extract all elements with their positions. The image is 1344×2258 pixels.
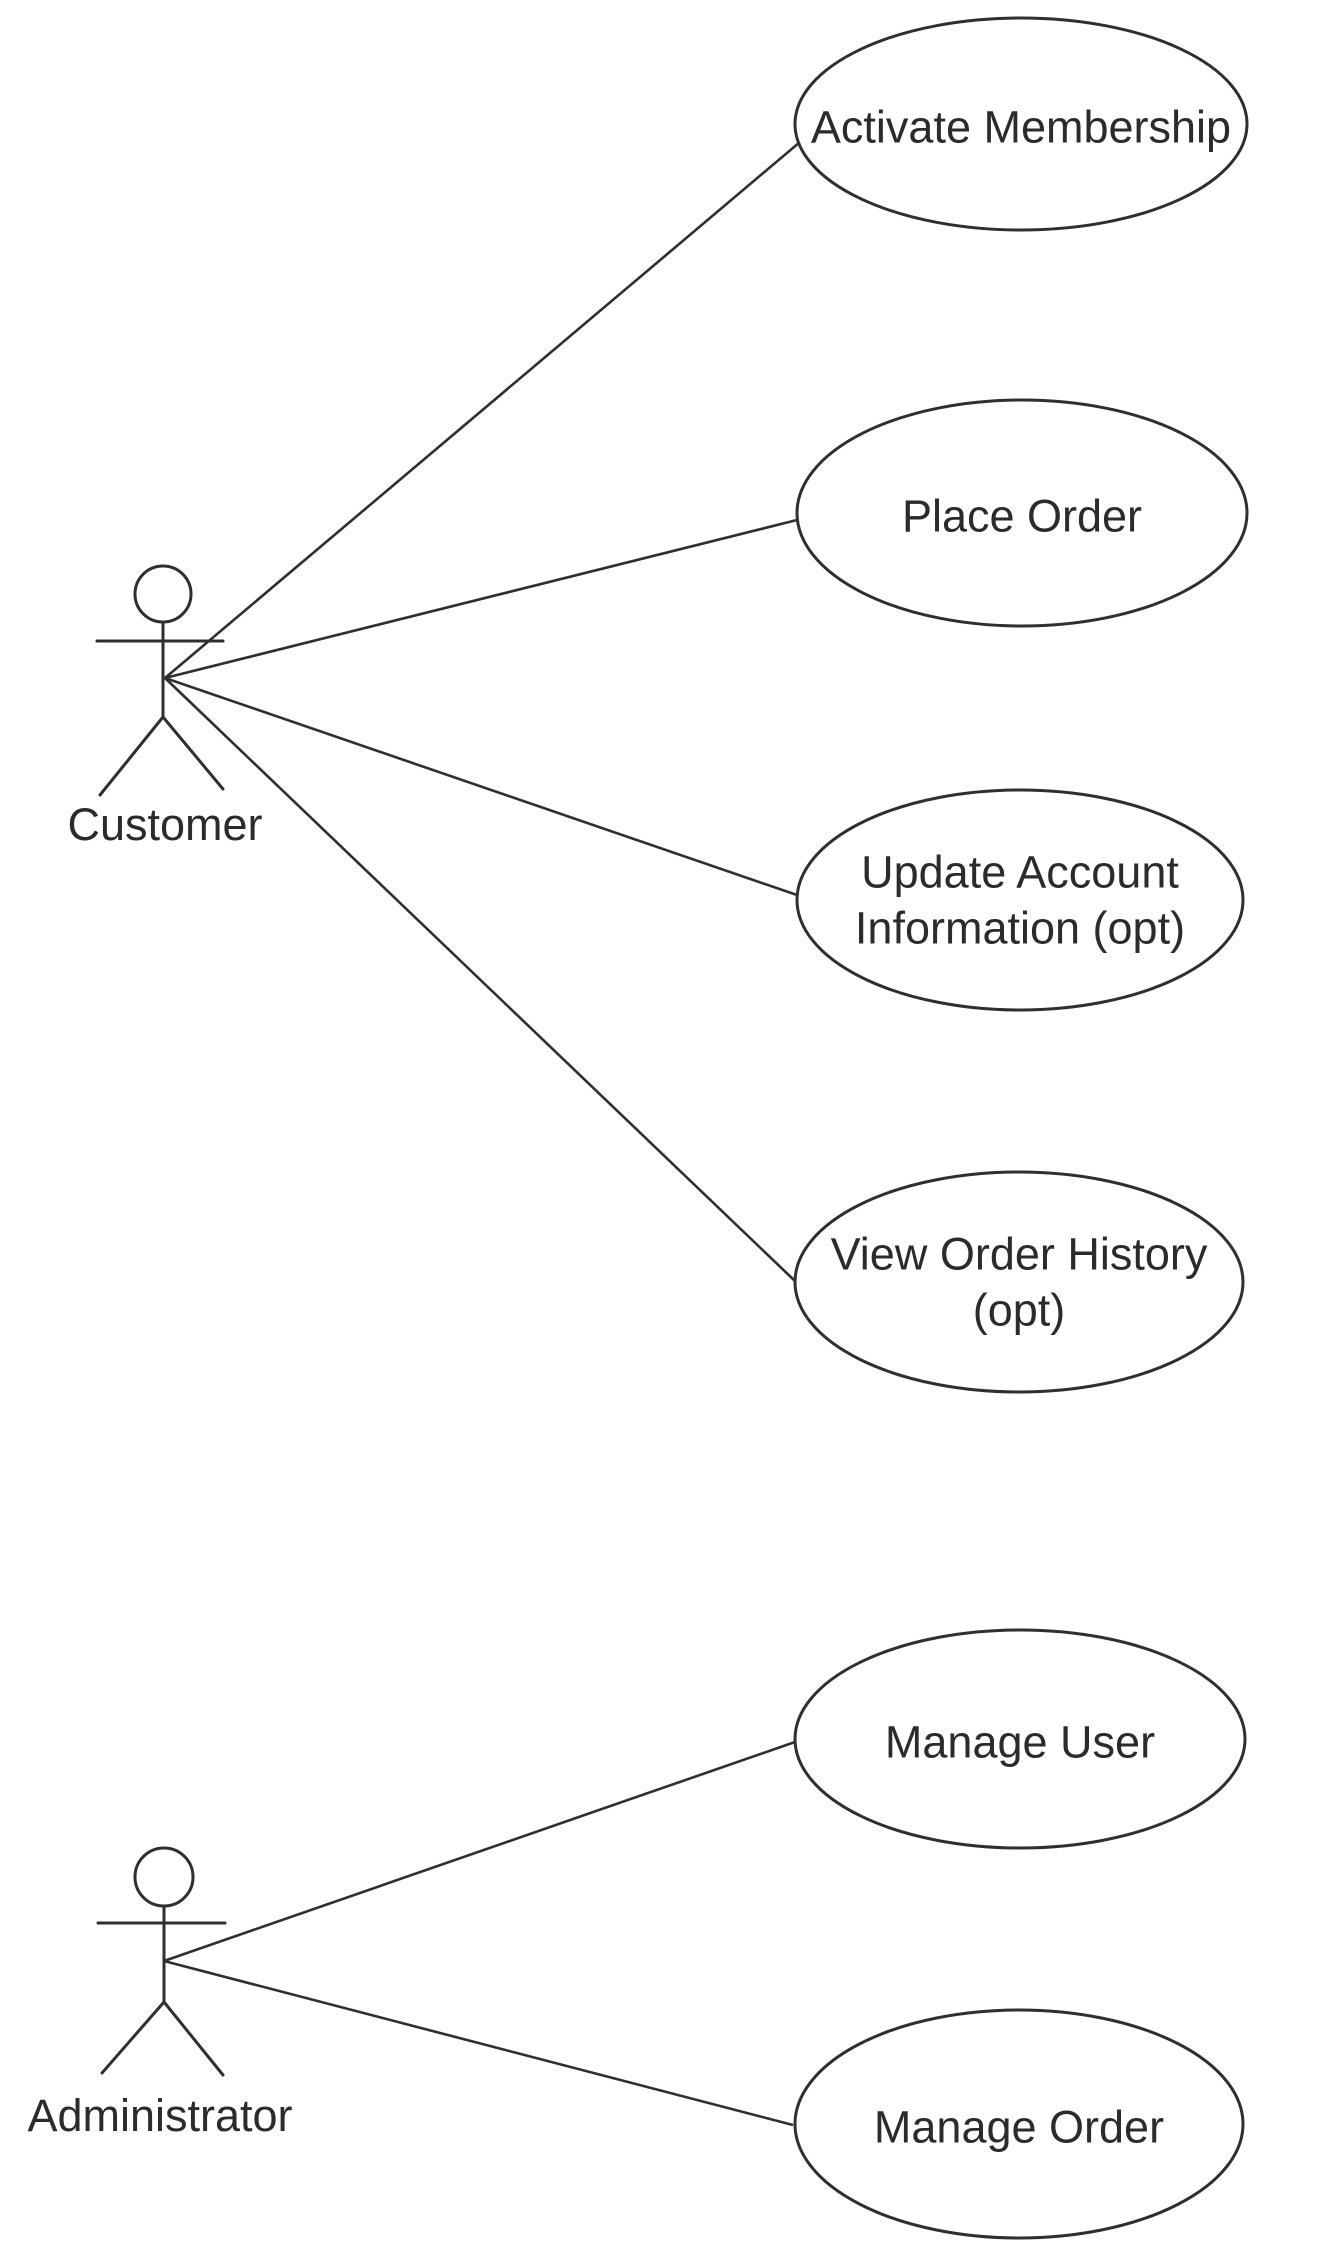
associations	[163, 141, 801, 2127]
actor-left-leg	[100, 2000, 166, 2075]
use-case-label: Activate Membership	[811, 102, 1231, 153]
use-case-ellipse	[795, 398, 1249, 628]
association-customer-view-order-history	[164, 677, 796, 1282]
use-case-label: Place Order	[902, 491, 1142, 542]
association-customer-place-order	[164, 518, 798, 680]
use-case-label: Manage Order	[874, 2102, 1164, 2153]
actor-head	[133, 564, 193, 624]
association-customer-update-account-information	[164, 676, 798, 897]
actor-customer-label: Customer	[67, 799, 262, 850]
use-case-update-account-information: Update Account Information (opt)	[795, 788, 1245, 1012]
use-case-view-order-history: View Order History (opt)	[793, 1170, 1245, 1394]
use-case-activate-membership: Activate Membership	[793, 16, 1249, 232]
actor-customer: Customer	[67, 564, 263, 850]
use-case-label-line-1: Update Account	[861, 847, 1179, 898]
use-case-ellipse	[793, 1628, 1247, 1850]
actor-left-leg	[98, 715, 165, 797]
use-case-place-order: Place Order	[795, 398, 1249, 628]
use-case-manage-user: Manage User	[793, 1628, 1247, 1850]
use-case-manage-order: Manage Order	[793, 2008, 1245, 2240]
actor-right-leg	[162, 2000, 225, 2077]
association-customer-activate-membership	[164, 141, 801, 679]
use-case-ellipse	[793, 2008, 1245, 2240]
actor-administrator-label: Administrator	[27, 2090, 292, 2141]
association-administrator-manage-order	[163, 1959, 794, 2127]
actor-administrator: Administrator	[27, 1846, 293, 2141]
use-case-ellipse	[793, 1170, 1245, 1394]
use-case-label-line-2: (opt)	[973, 1285, 1066, 1336]
use-case-label: Manage User	[885, 1717, 1155, 1768]
use-case-ellipse	[793, 16, 1249, 232]
use-case-label-line-2: Information (opt)	[855, 903, 1185, 954]
actor-right-leg	[161, 715, 225, 791]
association-administrator-manage-user	[163, 1740, 796, 1963]
use-case-ellipse	[795, 788, 1245, 1012]
actor-head	[133, 1846, 195, 1908]
use-case-label-line-1: View Order History	[831, 1229, 1208, 1280]
